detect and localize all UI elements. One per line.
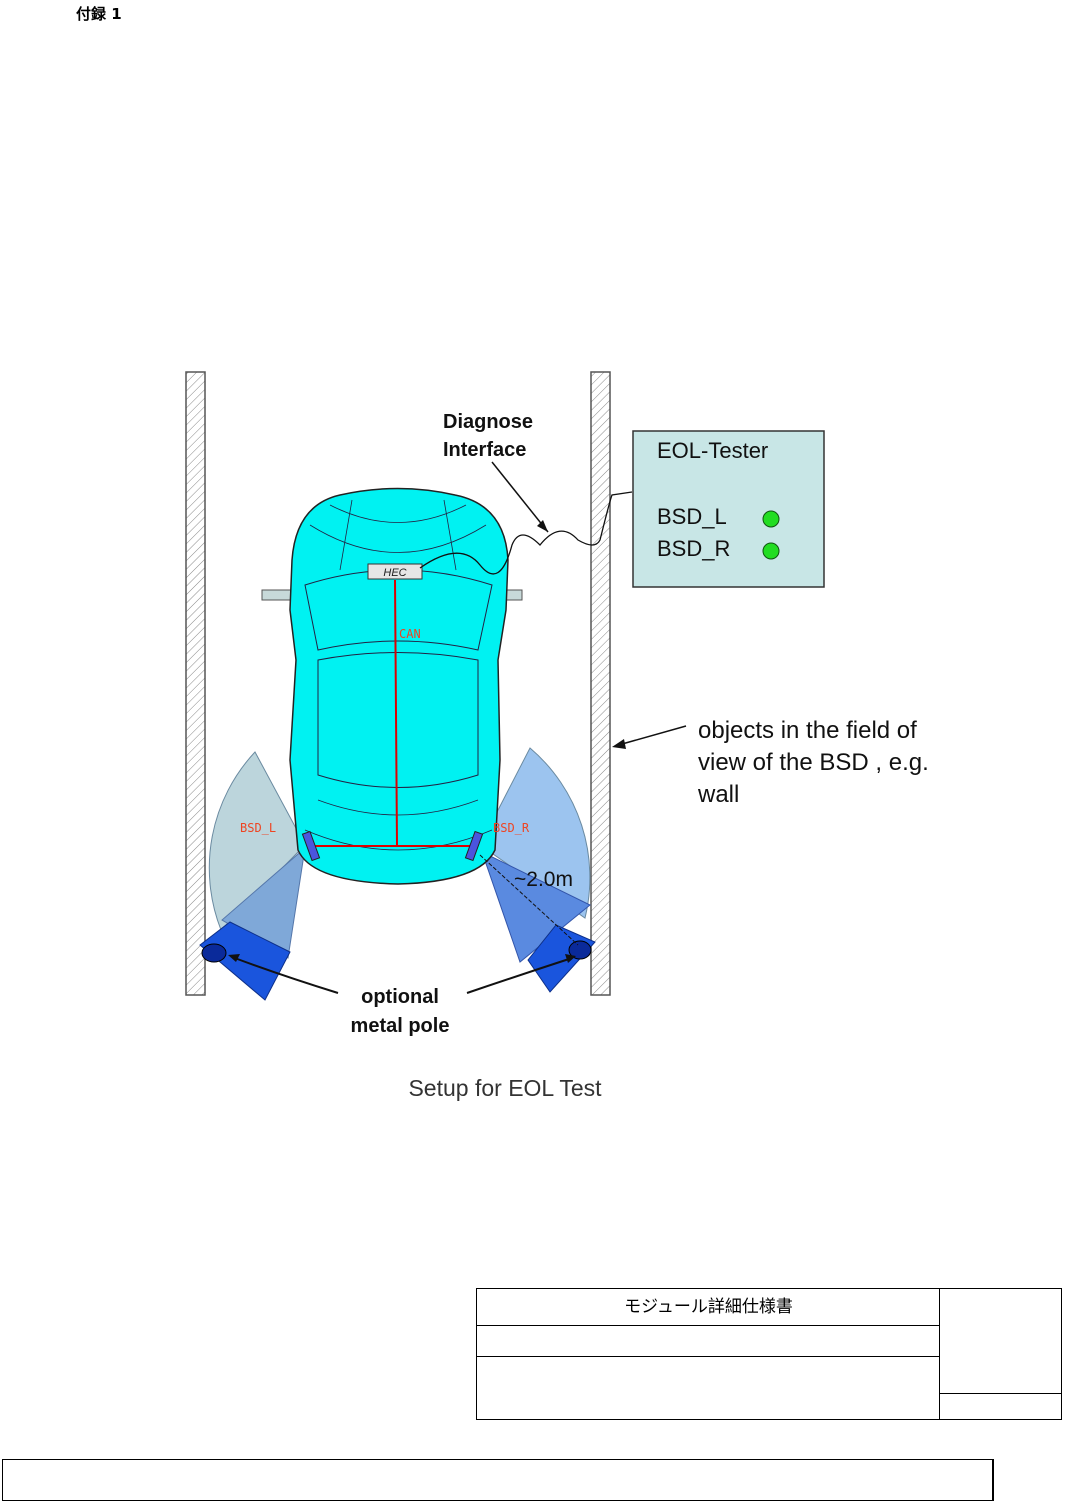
- bsd-r-label: BSD_R: [657, 536, 730, 561]
- bsd-r-led: [763, 543, 779, 559]
- right-wall: [591, 372, 610, 995]
- eol-tester-title: EOL-Tester: [657, 438, 768, 463]
- distance-label: ~2.0m: [514, 868, 573, 891]
- pole-label-2: metal pole: [351, 1015, 450, 1037]
- diagnose-arrow-head: [537, 520, 548, 532]
- pole-label-1: optional: [361, 986, 439, 1008]
- left-metal-pole: [202, 944, 226, 962]
- diagnose-label-1: Diagnose: [443, 411, 533, 433]
- document-title-block: モジュール詳細仕様書: [476, 1288, 1062, 1420]
- objects-arrow-line: [615, 726, 686, 746]
- sensor-right-label: BSD_R: [493, 821, 530, 835]
- diagnose-arrow-line: [492, 462, 548, 532]
- sensor-left-label: BSD_L: [240, 821, 276, 835]
- can-label: CAN: [399, 627, 421, 641]
- objects-arrow-head: [612, 739, 626, 749]
- left-wall: [186, 372, 205, 995]
- objects-label-2: view of the BSD , e.g.: [698, 749, 929, 776]
- car-body: [290, 489, 508, 885]
- bsd-l-led: [763, 511, 779, 527]
- figure-caption: Setup for EOL Test: [0, 1075, 1010, 1102]
- title-block-divider: [939, 1289, 940, 1419]
- objects-label-3: wall: [697, 781, 739, 808]
- document-title: モジュール詳細仕様書: [477, 1289, 940, 1326]
- title-block-row: [477, 1326, 940, 1357]
- footer-box: [2, 1459, 994, 1501]
- hec-label: HEC: [383, 567, 406, 579]
- title-block-page-cell-divider: [940, 1393, 1062, 1394]
- eol-test-setup-diagram: HEC CAN BSD_L BSD_R Diagnose Interface E…: [0, 0, 1065, 1070]
- objects-label-1: objects in the field of: [698, 717, 917, 744]
- bsd-l-label: BSD_L: [657, 504, 727, 529]
- diagnose-label-2: Interface: [443, 439, 526, 461]
